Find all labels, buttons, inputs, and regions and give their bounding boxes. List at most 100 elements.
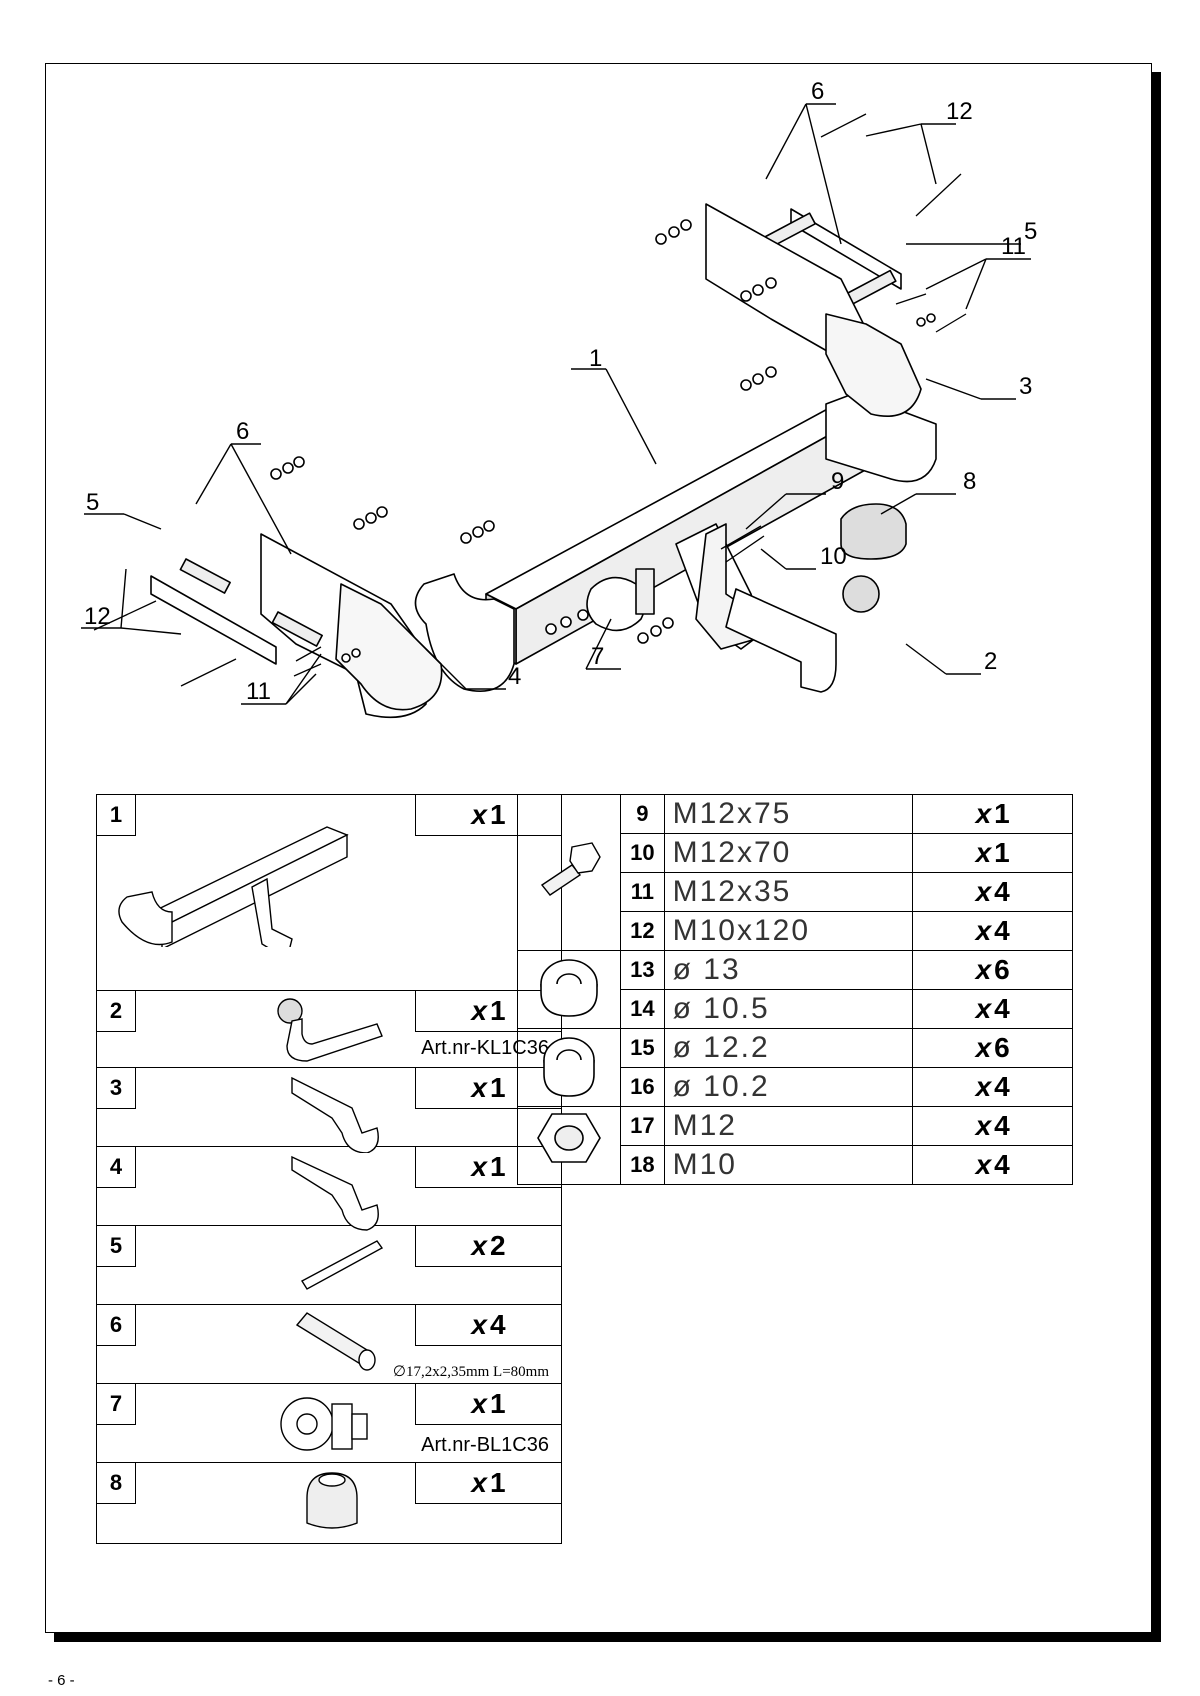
hardware-number: 11 xyxy=(620,872,665,912)
callout-11: 11 xyxy=(246,678,271,705)
socket-plate-part xyxy=(586,568,655,632)
callout-6: 6 xyxy=(236,418,249,445)
hardware-number: 13 xyxy=(620,950,665,990)
hardware-number: 14 xyxy=(620,989,665,1029)
hardware-number: 10 xyxy=(620,833,665,873)
part-number: 7 xyxy=(97,1384,136,1425)
hardware-size: ø 10.2 xyxy=(663,1067,914,1107)
bracket-left-icon xyxy=(287,1152,387,1237)
hardware-size: M10x120 xyxy=(663,911,914,951)
hardware-size: M12x70 xyxy=(663,833,914,873)
flat-washer-icon xyxy=(516,950,622,1029)
towball-part xyxy=(725,503,907,693)
left-bracket-part xyxy=(260,533,443,719)
towball-neck-icon xyxy=(272,996,392,1071)
callout-5: 5 xyxy=(1024,218,1037,245)
spring-washer-icon xyxy=(516,1028,622,1107)
nut-icon xyxy=(516,1106,622,1185)
part-number: 6 xyxy=(97,1305,136,1346)
hardware-number: 15 xyxy=(620,1028,665,1068)
callout-9: 9 xyxy=(831,468,844,495)
callout-12: 12 xyxy=(946,98,973,125)
part-article-note: Art.nr-BL1C36 xyxy=(421,1434,549,1456)
hardware-number: 9 xyxy=(620,794,665,834)
hardware-number: 18 xyxy=(620,1145,665,1185)
hardware-number: 12 xyxy=(620,911,665,951)
page-number: - 6 - xyxy=(48,1672,75,1689)
callout-1: 1 xyxy=(589,345,602,372)
hardware-size: M12 xyxy=(663,1106,914,1146)
callout-7: 7 xyxy=(591,643,604,670)
part-number: 5 xyxy=(97,1226,136,1267)
bracket-right-icon xyxy=(287,1073,387,1158)
callout-12: 12 xyxy=(84,603,111,630)
hardware-number: 17 xyxy=(620,1106,665,1146)
part-number: 3 xyxy=(97,1068,136,1109)
part-number: 8 xyxy=(97,1463,136,1504)
callout-2: 2 xyxy=(984,648,997,675)
part-number: 4 xyxy=(97,1147,136,1188)
crossbar-icon xyxy=(112,817,362,961)
hardware-size: M12x75 xyxy=(663,794,914,834)
hardware-number: 16 xyxy=(620,1067,665,1107)
flat-plate-icon xyxy=(297,1236,387,1301)
hardware-size: ø 12.2 xyxy=(663,1028,914,1068)
part-number: 2 xyxy=(97,991,136,1032)
callout-4: 4 xyxy=(508,663,521,690)
hardware-size: M10 xyxy=(663,1145,914,1185)
callout-5: 5 xyxy=(86,489,99,516)
part-article-note: ∅17,2x2,35mm L=80mm xyxy=(392,1364,549,1380)
socket-plate-icon xyxy=(277,1389,377,1464)
part-number: 1 xyxy=(97,795,136,836)
spacer-tube-icon xyxy=(287,1310,387,1385)
callout-8: 8 xyxy=(963,468,976,495)
left-plate-part xyxy=(150,558,323,665)
ball-cover-icon xyxy=(297,1468,367,1543)
hardware-size: ø 10.5 xyxy=(663,989,914,1029)
callout-3: 3 xyxy=(1019,373,1032,400)
hardware-size: M12x35 xyxy=(663,872,914,912)
callout-10: 10 xyxy=(820,543,847,570)
bolt-icon xyxy=(516,794,622,951)
hardware-size: ø 13 xyxy=(663,950,914,990)
